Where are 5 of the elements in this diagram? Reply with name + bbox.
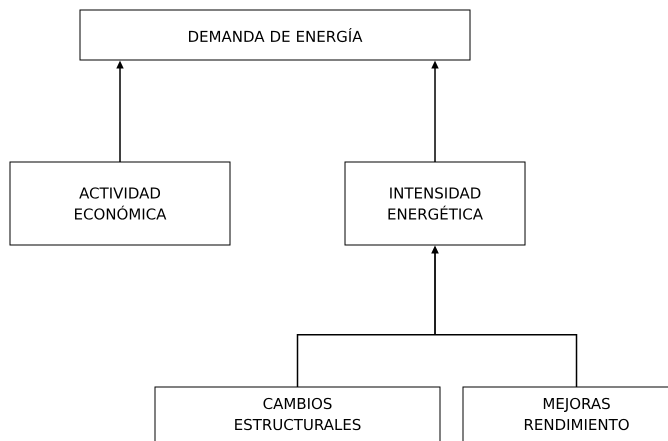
process-box: MEJORAS RENDIMIENTO <box>462 386 668 441</box>
process-box: DEMANDA DE ENERGÍA <box>80 10 470 60</box>
process-box: CAMBIOS ESTRUCTURALES <box>154 386 440 441</box>
process-box: INTENSIDAD ENERGÉTICA <box>344 162 526 246</box>
process-box: ACTIVIDAD ECONÓMICA <box>10 162 230 246</box>
